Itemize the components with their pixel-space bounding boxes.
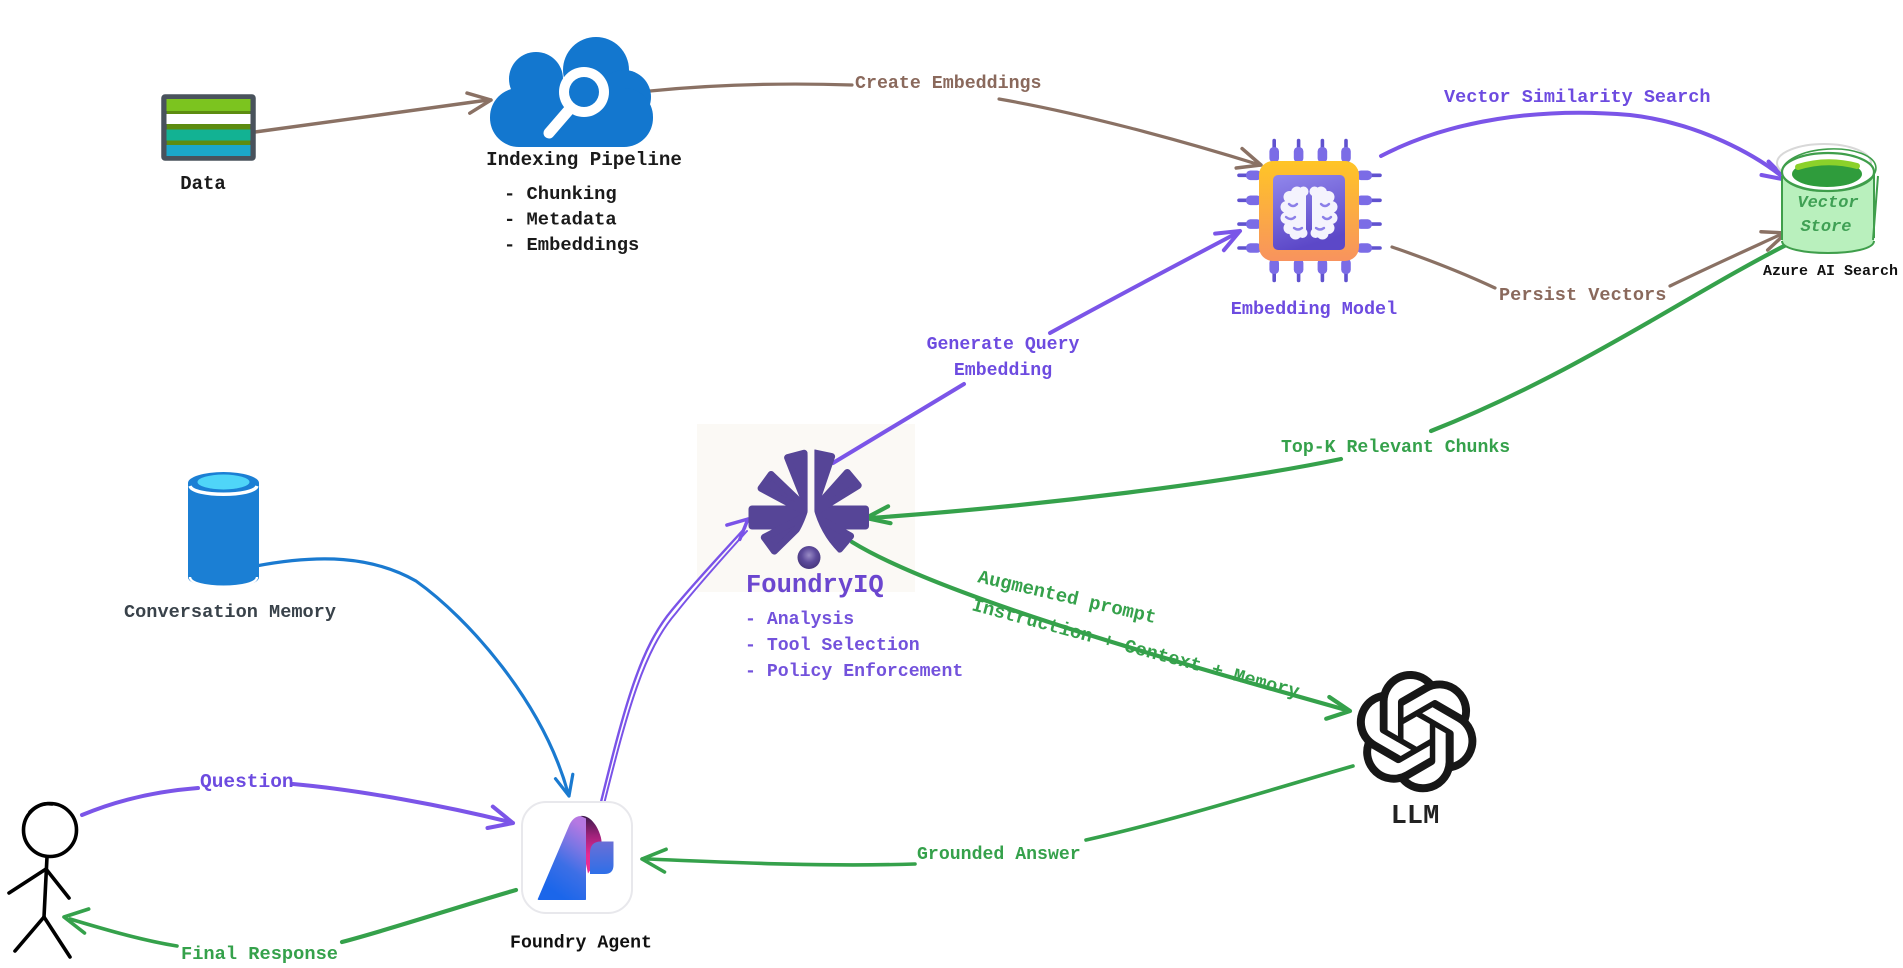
svg-text:Create Embeddings: Create Embeddings: [855, 74, 1042, 94]
svg-text:Conversation Memory: Conversation Memory: [124, 602, 336, 623]
svg-text:- Policy Enforcement: - Policy Enforcement: [745, 662, 963, 682]
svg-text:FoundryIQ: FoundryIQ: [746, 571, 884, 600]
svg-text:- Tool Selection: - Tool Selection: [745, 636, 920, 656]
svg-text:Top-K Relevant Chunks: Top-K Relevant Chunks: [1281, 438, 1510, 458]
svg-text:- Chunking: - Chunking: [504, 183, 617, 205]
svg-text:- Embeddings: - Embeddings: [504, 234, 639, 256]
svg-text:Azure AI Search: Azure AI Search: [1763, 263, 1898, 280]
svg-text:Embedding: Embedding: [954, 361, 1052, 381]
svg-text:Foundry Agent: Foundry Agent: [510, 934, 652, 954]
svg-text:Final Response: Final Response: [181, 943, 338, 965]
svg-text:Store: Store: [1800, 218, 1851, 237]
svg-text:Vector Similarity Search: Vector Similarity Search: [1444, 87, 1710, 108]
svg-text:Data: Data: [180, 173, 226, 195]
svg-text:Embedding Model: Embedding Model: [1231, 299, 1398, 320]
svg-text:Vector: Vector: [1797, 194, 1858, 213]
svg-text:Generate Query: Generate Query: [927, 335, 1080, 355]
svg-text:- Analysis: - Analysis: [745, 610, 854, 630]
svg-text:Persist Vectors: Persist Vectors: [1499, 285, 1666, 306]
svg-text:- Metadata: - Metadata: [504, 209, 617, 231]
svg-text:Question: Question: [200, 771, 294, 793]
svg-text:Grounded Answer: Grounded Answer: [917, 845, 1081, 865]
svg-text:Indexing Pipeline: Indexing Pipeline: [486, 149, 682, 171]
svg-text:LLM: LLM: [1391, 802, 1440, 832]
